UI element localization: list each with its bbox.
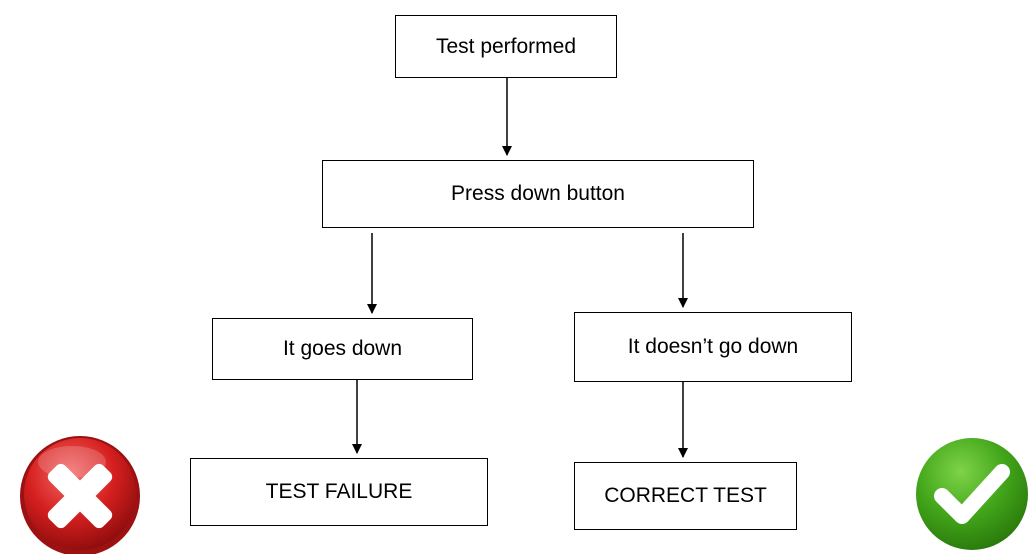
red-x-icon xyxy=(20,436,140,554)
green-check-icon xyxy=(916,438,1028,550)
node-press-down-button: Press down button xyxy=(322,160,754,228)
node-test-failure: TEST FAILURE xyxy=(190,458,488,526)
node-correct-test: CORRECT TEST xyxy=(574,462,797,530)
node-it-doesnt-go-down: It doesn’t go down xyxy=(574,312,852,382)
node-test-performed: Test performed xyxy=(395,15,617,78)
node-it-goes-down: It goes down xyxy=(212,318,473,380)
